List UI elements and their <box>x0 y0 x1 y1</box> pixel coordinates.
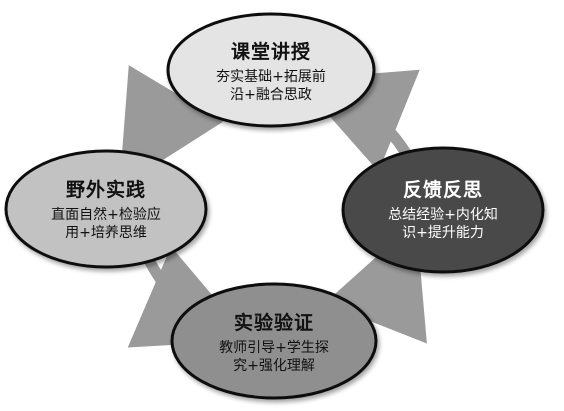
node-lecture-desc: 夯实基础+拓展前 沿+融合思政 <box>216 68 326 104</box>
node-experiment-desc-line-2: 究+强化理解 <box>233 358 315 374</box>
node-fieldwork-desc-line-1: 直面自然+检验应 <box>51 207 161 223</box>
node-fieldwork-desc: 直面自然+检验应 用+培养思维 <box>51 206 161 242</box>
node-lecture-title: 课堂讲授 <box>230 41 312 63</box>
node-experiment-text: 实验验证 教师引导+学生探 究+强化理解 <box>219 311 329 375</box>
node-feedback-desc-line-1: 总结经验+内化知 <box>388 207 498 223</box>
node-feedback-desc-line-2: 识+提升能力 <box>402 225 484 241</box>
node-fieldwork <box>4 149 208 269</box>
node-feedback-title: 反馈反思 <box>402 179 484 201</box>
node-fieldwork-desc-line-2: 用+培养思维 <box>65 225 147 241</box>
node-feedback-desc: 总结经验+内化知 识+提升能力 <box>388 206 498 242</box>
node-experiment <box>170 282 378 400</box>
node-feedback-text: 反馈反思 总结经验+内化知 识+提升能力 <box>388 178 498 242</box>
node-lecture-desc-line-1: 夯实基础+拓展前 <box>216 69 326 85</box>
node-lecture-text: 课堂讲授 夯实基础+拓展前 沿+融合思政 <box>216 40 326 104</box>
node-feedback <box>341 146 545 274</box>
node-experiment-desc-line-1: 教师引导+学生探 <box>219 340 329 356</box>
node-fieldwork-title: 野外实践 <box>65 179 147 201</box>
node-fieldwork-text: 野外实践 直面自然+检验应 用+培养思维 <box>51 178 161 242</box>
node-lecture <box>166 12 376 128</box>
node-lecture-desc-line-2: 沿+融合思政 <box>230 87 312 103</box>
node-experiment-title: 实验验证 <box>233 312 315 334</box>
arrow-lecture-to-fieldwork <box>119 65 224 188</box>
node-experiment-desc: 教师引导+学生探 究+强化理解 <box>219 339 329 375</box>
